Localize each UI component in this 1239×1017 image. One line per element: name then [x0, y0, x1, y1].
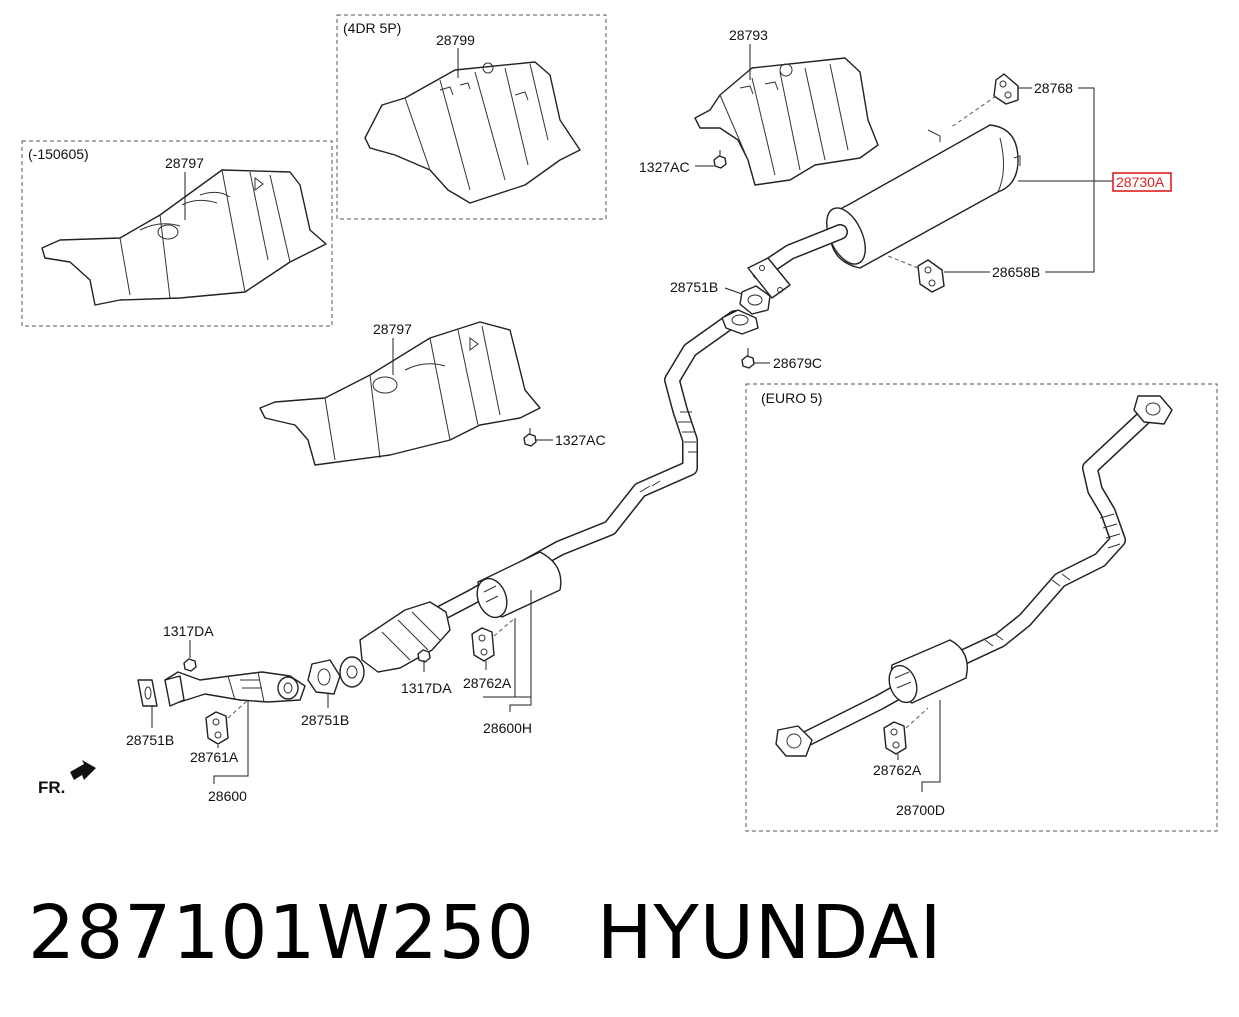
nut-1317da-left[interactable]: 1317DA [163, 623, 214, 672]
arrow-icon [70, 760, 96, 780]
part-number: 287101W250 [28, 890, 535, 976]
nut-1317da-mid[interactable]: 1317DA [401, 649, 452, 696]
label-28797-early: 28797 [165, 155, 204, 171]
label-28768: 28768 [1034, 80, 1073, 96]
label-28751b-left: 28751B [126, 732, 174, 748]
hanger-28658b[interactable]: 28658B [887, 255, 1040, 293]
label-fr: FR. [38, 778, 65, 797]
pipe-flange-rear [721, 309, 759, 335]
gasket-28751b-mid[interactable]: 28751B [301, 659, 349, 728]
nut-1327ac-mid[interactable]: 1327AC [523, 428, 606, 448]
brand-name: HYUNDAI [596, 890, 943, 976]
gasket-28751b-left[interactable]: 28751B [126, 679, 174, 748]
label-28730a: 28730A [1116, 174, 1165, 190]
label-1317da-left: 1317DA [163, 623, 214, 639]
label-28658b: 28658B [992, 264, 1040, 280]
heat-shield-28799[interactable]: 28799 [364, 32, 581, 204]
heat-shield-28797-early[interactable]: 28797 [41, 155, 327, 306]
highlight-box-28730a [1112, 172, 1172, 192]
nut-1327ac-rear[interactable]: 1327AC [639, 150, 727, 175]
hanger-28762a-euro5[interactable]: 28762A [873, 707, 929, 778]
nut-28679c[interactable]: 28679C [741, 348, 822, 371]
group-label-4dr5p: (4DR 5P) [343, 20, 401, 36]
heat-shield-28793[interactable]: 28793 [694, 27, 879, 186]
label-28799: 28799 [436, 32, 475, 48]
group-label-euro5: (EURO 5) [761, 390, 822, 406]
label-28761a: 28761A [190, 749, 239, 765]
label-28751b-rear: 28751B [670, 279, 718, 295]
label-1327ac-mid: 1327AC [555, 432, 606, 448]
group-box-euro5: (EURO 5) [745, 383, 1218, 832]
group-box-4dr5p: (4DR 5P) [336, 14, 607, 220]
muffler-28730a[interactable]: 28730A [747, 87, 1172, 299]
label-28679c: 28679C [773, 355, 822, 371]
front-direction-marker: FR. [38, 760, 96, 797]
label-1327ac-rear: 1327AC [639, 159, 690, 175]
hanger-28761a[interactable]: 28761A 28600 [190, 699, 249, 804]
catalytic-converter[interactable] [339, 601, 451, 688]
label-1317da-mid: 1317DA [401, 680, 452, 696]
group-label-150605: (-150605) [28, 146, 89, 162]
center-pipe-28600h[interactable] [372, 310, 743, 653]
pipe-28700d-euro5[interactable]: 28700D [775, 395, 1173, 818]
label-28700d: 28700D [896, 802, 945, 818]
front-pipe-28600[interactable] [164, 671, 306, 707]
heat-shield-28797[interactable]: 28797 [259, 321, 541, 466]
label-28762a: 28762A [463, 675, 512, 691]
exhaust-parts-diagram: (-150605) (4DR 5P) (EURO 5) 28797 28799 … [21, 14, 1218, 832]
label-28762a-euro5: 28762A [873, 762, 922, 778]
label-28751b-mid: 28751B [301, 712, 349, 728]
label-28600h: 28600H [483, 720, 532, 736]
gasket-28751b-rear[interactable]: 28751B [670, 279, 771, 315]
label-28793: 28793 [729, 27, 768, 43]
label-28797: 28797 [373, 321, 412, 337]
group-box-150605: (-150605) [21, 140, 333, 327]
part-caption: 287101W250 HYUNDAI [28, 890, 942, 976]
hanger-28762a[interactable]: 28762A 28600H [463, 590, 532, 736]
hanger-28768[interactable]: 28768 [949, 73, 1073, 129]
label-28600: 28600 [208, 788, 247, 804]
